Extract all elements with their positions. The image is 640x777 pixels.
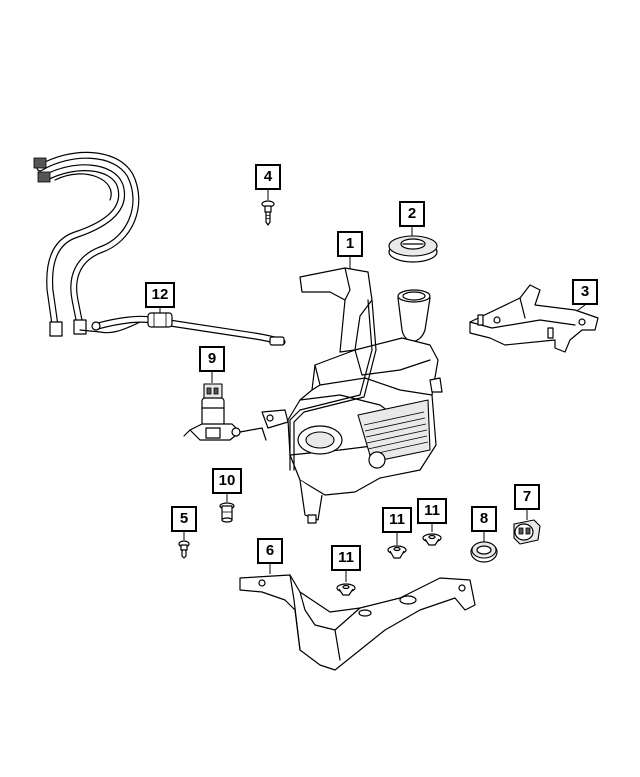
- push-nut-11c: [336, 583, 356, 596]
- callout-3: 3: [572, 279, 598, 305]
- push-nut-11a: [387, 545, 407, 559]
- callout-11a: 11: [382, 507, 412, 533]
- callout-6: 6: [257, 538, 283, 564]
- callout-5: 5: [171, 506, 197, 532]
- callout-8: 8: [471, 506, 497, 532]
- washer-hose-12: [91, 312, 286, 346]
- screw-4: [261, 200, 275, 226]
- callout-9: 9: [199, 346, 225, 372]
- callout-11b: 11: [417, 498, 447, 524]
- level-sensor-7: [513, 519, 541, 545]
- callout-10: 10: [212, 468, 242, 494]
- callout-1: 1: [337, 231, 363, 257]
- callout-11c: 11: [331, 545, 361, 571]
- bracket-3: [469, 284, 599, 353]
- pump-grommet-10: [219, 502, 235, 523]
- filler-cap-2: [388, 235, 438, 263]
- callout-4: 4: [255, 164, 281, 190]
- bolt-5: [178, 540, 190, 559]
- washer-pump-9: [183, 383, 267, 441]
- push-nut-11b: [422, 533, 442, 546]
- reservoir-label-lines: [363, 411, 429, 456]
- callout-12: 12: [145, 282, 175, 308]
- callout-7: 7: [514, 484, 540, 510]
- washer-reservoir-1: [261, 267, 443, 524]
- wiring-harness: [33, 151, 141, 337]
- support-bracket-6: [239, 574, 476, 671]
- callout-2: 2: [399, 201, 425, 227]
- grommet-8: [470, 541, 498, 563]
